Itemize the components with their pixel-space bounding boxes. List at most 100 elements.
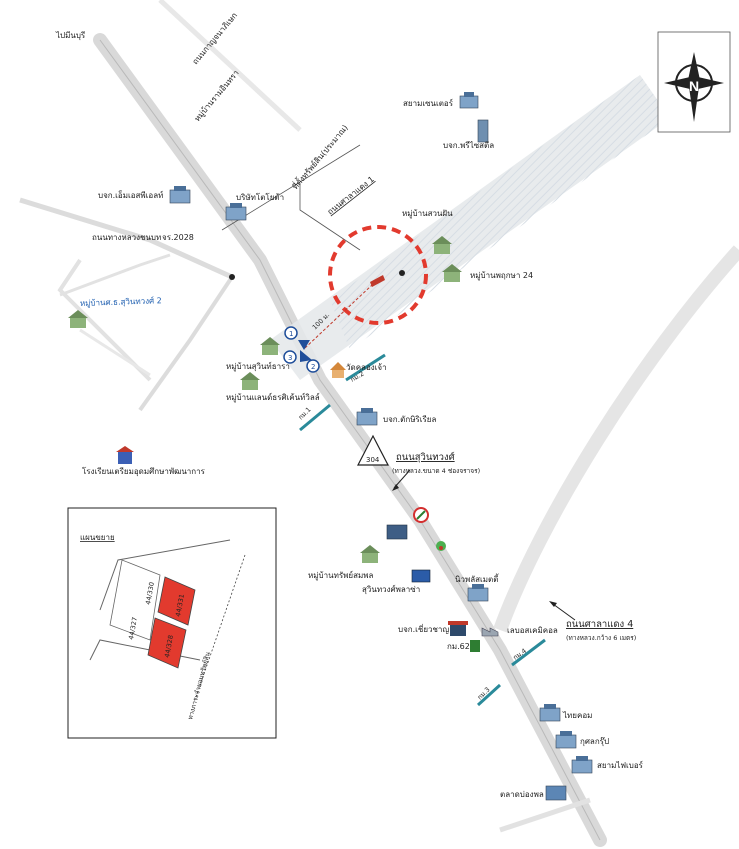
building-icon-newsbank bbox=[467, 584, 489, 602]
label-wat: วัดคลองเจ้า bbox=[346, 363, 387, 372]
label-km62: กม.62 bbox=[447, 642, 470, 651]
marker-2[interactable]: 2 bbox=[306, 359, 320, 373]
canal-3 bbox=[476, 683, 502, 707]
sala-daeng-1-hatch bbox=[330, 75, 670, 350]
left-road-4 bbox=[59, 253, 171, 297]
compass-letter: N bbox=[689, 78, 699, 94]
inset-lot-red-2[interactable] bbox=[147, 617, 187, 669]
label-prisoil: บจก.พรีไซสตีล bbox=[443, 141, 494, 150]
plaza-icon bbox=[411, 569, 431, 583]
label-km1: กม.1 bbox=[297, 406, 313, 422]
marker-1[interactable]: 1 bbox=[284, 326, 298, 340]
market-icon-talad bbox=[545, 785, 567, 801]
label-bangkhen: ไปมีนบุรี bbox=[55, 31, 86, 40]
label-chia: บจก.เชี่ยวชาญ bbox=[398, 623, 449, 634]
building-icon-toyota bbox=[225, 203, 247, 221]
right-arc-road bbox=[493, 245, 739, 633]
village-icon-land bbox=[240, 372, 260, 390]
inset-frame bbox=[67, 507, 277, 739]
label-siam-center: สยามเซนเตอร์ bbox=[403, 98, 454, 108]
inset-road-1 bbox=[99, 539, 231, 611]
label-sala-daeng-4: ถนนศาลาแดง 4 bbox=[566, 619, 633, 630]
label-moo-sri: หมู่บ้านศ.ธ.สุวินทวงศ์ 2 bbox=[80, 295, 162, 309]
label-taksiri: บจก.ตักษิริเรียล bbox=[383, 415, 436, 424]
label-suwin-plaza: สุวินทวงศ์พลาซ่า bbox=[362, 584, 420, 594]
label-mlsm: บจก.เอ็มเอสพีเอลท์ bbox=[98, 190, 163, 200]
label-siamfiber: สยามไฟเบอร์ bbox=[597, 760, 644, 770]
label-sala-daeng-4-desc: (ทางหลวง.กว้าง 6 เมตร) bbox=[566, 634, 636, 642]
inset-lot-red-label-1: 44/331 bbox=[174, 593, 186, 617]
building-icon-kusol bbox=[555, 731, 577, 749]
no-entry-icon bbox=[413, 507, 429, 523]
inset-plan: แผนขยาย 44/330 44/327 44/331 44/328 ทางภ… bbox=[67, 507, 277, 739]
sala-daeng-4-arrow bbox=[552, 603, 576, 621]
label-moo-suwin: หมู่บ้านสุวินท์ธารา bbox=[226, 361, 290, 372]
label-sala-daeng-1: ถนนศาลาแดง 1 bbox=[326, 175, 376, 217]
road-network bbox=[19, 0, 739, 847]
label-newsbank: นิวพลัสเมตตี้ bbox=[455, 573, 500, 584]
svg-text:1: 1 bbox=[289, 330, 293, 338]
tower-icon-prisoil bbox=[477, 119, 489, 143]
label-talad: ตลาดบ่องพล bbox=[500, 790, 544, 799]
label-rural-road-code: จร.2028 bbox=[162, 233, 194, 242]
tree-icon bbox=[436, 541, 446, 551]
village-icon-suan bbox=[432, 236, 452, 254]
factory-icon-lebos bbox=[481, 627, 499, 637]
label-suwinthawong-road: ถนนสุวินทวงศ์ bbox=[396, 451, 455, 463]
svg-text:2: 2 bbox=[311, 363, 315, 371]
inset-lot1: 44/330 bbox=[144, 581, 156, 605]
inset-dotted-road bbox=[194, 554, 246, 701]
label-kusol: กุศลกรุ๊ป bbox=[580, 736, 609, 746]
route-shield-icon: 304 bbox=[357, 434, 389, 466]
inset-title: แผนขยาย bbox=[80, 533, 115, 542]
canal-4 bbox=[511, 638, 546, 667]
label-moo-land: หมู่บ้านแลนด์ธรศิเค้นท์วิลล์ bbox=[226, 392, 320, 403]
direction-flag-1 bbox=[298, 340, 310, 350]
village-icon-suwin bbox=[260, 337, 280, 355]
label-suwinthawong-desc: (ทางหลวง.ขนาด 4 ช่องจราจร) bbox=[392, 467, 480, 475]
label-toyota: บริษัทโตโยต้า bbox=[236, 192, 284, 202]
left-mid-road bbox=[79, 328, 151, 377]
site-distance-arrow bbox=[304, 284, 373, 349]
temple-icon bbox=[330, 362, 346, 378]
marker-3[interactable]: 3 bbox=[283, 350, 297, 364]
building-icon-taksiri bbox=[356, 408, 378, 426]
building-icon-thaicom bbox=[539, 704, 561, 722]
canal-2 bbox=[345, 353, 386, 382]
poi-icons: 304 bbox=[68, 92, 593, 801]
junction-dot bbox=[229, 274, 235, 280]
inset-lot-outline-1 bbox=[109, 559, 161, 641]
site-point bbox=[399, 270, 405, 276]
building-icon-siam-center bbox=[459, 92, 479, 109]
left-road-3 bbox=[57, 258, 152, 382]
top-thin-road bbox=[158, 0, 302, 132]
site-leader-line bbox=[299, 185, 361, 251]
bottom-right-road bbox=[499, 797, 591, 833]
label-rural-road: ถนนทางหลวงชนบท bbox=[92, 233, 161, 242]
site-marker bbox=[370, 275, 385, 287]
inset-lot-red-1[interactable] bbox=[157, 576, 196, 626]
direction-flag-2 bbox=[300, 350, 312, 362]
village-icon-phruksa bbox=[442, 264, 462, 282]
compass-needle bbox=[688, 52, 700, 122]
building-icon-bkk bbox=[386, 524, 408, 540]
label-moo-nakhon: หมู่บ้านรามอินทรา bbox=[193, 68, 242, 123]
site-circle bbox=[328, 225, 428, 325]
school-icon bbox=[116, 446, 134, 464]
svg-text:304: 304 bbox=[366, 456, 380, 464]
fuel-icon-km62 bbox=[470, 640, 480, 652]
left-road-2 bbox=[138, 275, 234, 412]
label-suksomphon: หมู่บ้านทรัพย์สมพล bbox=[308, 570, 374, 581]
inset-lot-red-label-2: 44/328 bbox=[163, 634, 175, 658]
inset-lot2: 44/327 bbox=[127, 616, 139, 640]
canal-1 bbox=[299, 403, 331, 432]
village-icon-suksomphon bbox=[360, 545, 380, 563]
building-icon-mlsm bbox=[169, 186, 191, 204]
label-lebos: เลบอสเคมิคอล bbox=[507, 626, 558, 635]
svg-text:3: 3 bbox=[288, 354, 292, 362]
label-thaicom: ไทยคอม bbox=[562, 711, 592, 720]
compass-box: N bbox=[657, 31, 731, 133]
shop-icon-chia bbox=[448, 621, 468, 636]
left-road-1 bbox=[19, 197, 234, 280]
